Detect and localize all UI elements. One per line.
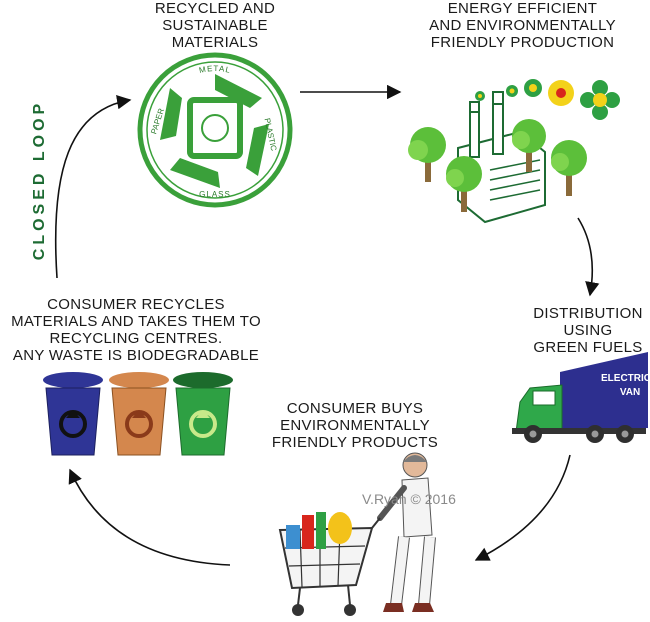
label-materials: RECYCLED AND SUSTAINABLE MATERIALS xyxy=(154,0,276,51)
recycling-symbol-icon: METAL PLASTIC GLASS PAPER xyxy=(137,52,293,208)
recycling-bin-icon xyxy=(43,372,103,456)
arrow-purchase-to-recycling xyxy=(68,468,231,566)
label-recycling: CONSUMER RECYCLES MATERIALS AND TAKES TH… xyxy=(11,296,261,364)
electric-van-icon: ELECTRIC VAN xyxy=(512,352,650,443)
tree-icon xyxy=(408,127,446,182)
flower-icon xyxy=(524,79,542,97)
arrow-distribution-to-purchase xyxy=(474,454,571,561)
label-production: ENERGY EFFICIENT AND ENVIRONMENTALLY FRI… xyxy=(429,0,616,51)
shopping-trolley-icon xyxy=(278,512,381,616)
flower-icon xyxy=(548,80,574,106)
arrow-production-to-distribution xyxy=(577,217,600,297)
recycling-bin-icon xyxy=(173,372,233,456)
flower-icon xyxy=(475,91,485,101)
flower-icon xyxy=(506,85,518,97)
factory-icon xyxy=(457,91,546,224)
tree-icon xyxy=(551,140,587,196)
factory-scene xyxy=(408,79,620,224)
van-text-line-2: VAN xyxy=(620,387,640,398)
van-text-line-1: ELECTRIC xyxy=(601,373,650,384)
shopper-icon xyxy=(377,452,436,612)
svg-text:METAL: METAL xyxy=(198,64,232,75)
label-purchase: CONSUMER BUYS ENVIRONMENTALLY FRIENDLY P… xyxy=(271,400,439,451)
label-distribution: DISTRIBUTION USING GREEN FUELS xyxy=(533,305,643,356)
closed-loop-label: CLOSED LOOP xyxy=(31,99,48,261)
recycling-bin-icon xyxy=(109,372,169,456)
arrow-closed-loop xyxy=(54,95,132,279)
tree-icon xyxy=(512,119,546,172)
symbol-word-metal: METAL xyxy=(198,64,231,75)
tree-icon xyxy=(446,156,482,212)
flower-icon xyxy=(580,80,620,120)
credit-text: V.Ryan © 2016 xyxy=(362,491,456,507)
symbol-word-glass: GLASS xyxy=(199,190,231,199)
